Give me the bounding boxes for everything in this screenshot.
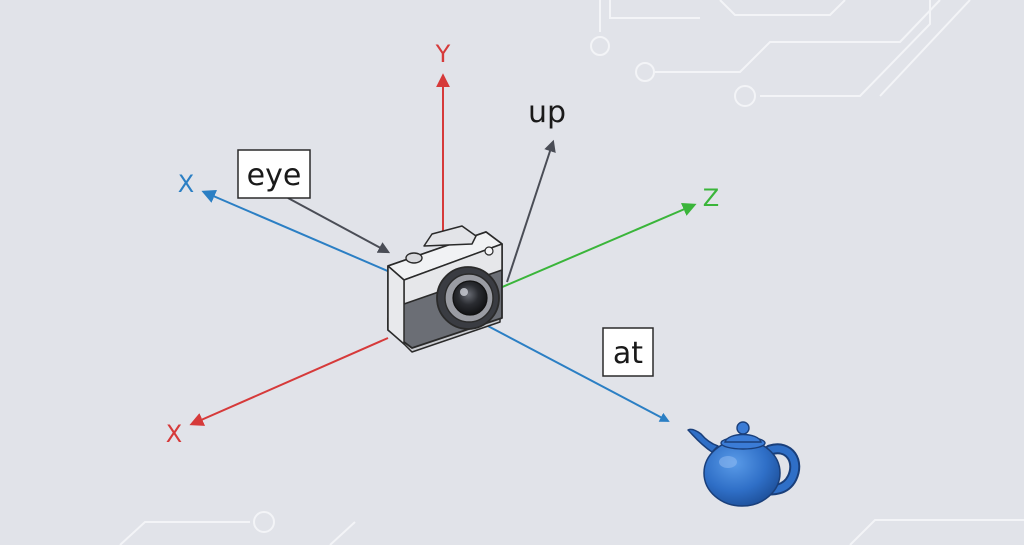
at-label-box bbox=[602, 327, 654, 377]
eye-label: eye bbox=[247, 158, 302, 193]
camera-icon bbox=[387, 225, 503, 353]
z-axis-label: Z bbox=[703, 184, 719, 212]
x-axis-lower-label: X bbox=[166, 420, 182, 448]
teapot-icon bbox=[687, 421, 801, 507]
y-axis-label: Y bbox=[435, 40, 451, 68]
circuit-decoration bbox=[119, 0, 1024, 545]
z-axis-line bbox=[499, 202, 697, 289]
eye-label-box bbox=[237, 149, 311, 199]
up-label: up bbox=[528, 95, 566, 130]
x-axis-lower-line bbox=[189, 337, 389, 426]
at-direction-arrow bbox=[485, 324, 670, 422]
up-vector-arrow bbox=[506, 139, 556, 283]
at-label: at bbox=[613, 336, 643, 371]
eye-pointer-arrow bbox=[287, 197, 391, 254]
x-axis-upper-label: X bbox=[178, 170, 194, 198]
x-axis-upper-line bbox=[201, 189, 391, 273]
